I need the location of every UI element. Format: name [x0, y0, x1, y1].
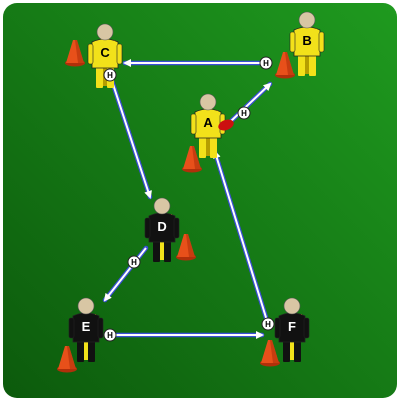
pass-arrows — [102, 59, 273, 339]
pass-arrow — [227, 81, 273, 125]
svg-text:H: H — [263, 59, 269, 68]
handball-marker: H — [103, 328, 117, 342]
football-icon — [218, 119, 234, 131]
cone-icon — [176, 234, 196, 261]
handball-marker: H — [261, 317, 275, 331]
cone-icon — [65, 40, 85, 67]
cone-icon — [57, 346, 77, 373]
cone-icon — [260, 340, 280, 367]
pass-arrow — [107, 72, 153, 200]
player-a: A — [190, 93, 226, 158]
player-f: F — [274, 297, 310, 362]
cone-icon — [275, 52, 295, 79]
handball-marker: H — [127, 255, 141, 269]
player-b: B — [289, 11, 325, 76]
player-label: D — [157, 219, 166, 234]
player-label: C — [100, 45, 110, 60]
svg-text:H: H — [241, 109, 247, 118]
svg-text:H: H — [265, 320, 271, 329]
svg-text:H: H — [107, 71, 113, 80]
player-d: D — [144, 197, 180, 262]
playing-field — [3, 3, 397, 398]
player-label: E — [82, 319, 91, 334]
pass-arrow — [102, 245, 149, 303]
player-label: A — [203, 115, 213, 130]
player-label: B — [302, 33, 311, 48]
handball-markers: H H H H H H — [103, 56, 275, 342]
handball-marker: H — [237, 106, 251, 120]
pass-arrow — [212, 149, 271, 327]
svg-text:H: H — [107, 331, 113, 340]
handball-marker: H — [259, 56, 273, 70]
cone-icon — [182, 146, 202, 173]
handball-marker: H — [103, 68, 117, 82]
svg-text:H: H — [131, 258, 137, 267]
player-label: F — [288, 319, 296, 334]
cones — [57, 40, 295, 373]
player-e: E — [68, 297, 104, 362]
